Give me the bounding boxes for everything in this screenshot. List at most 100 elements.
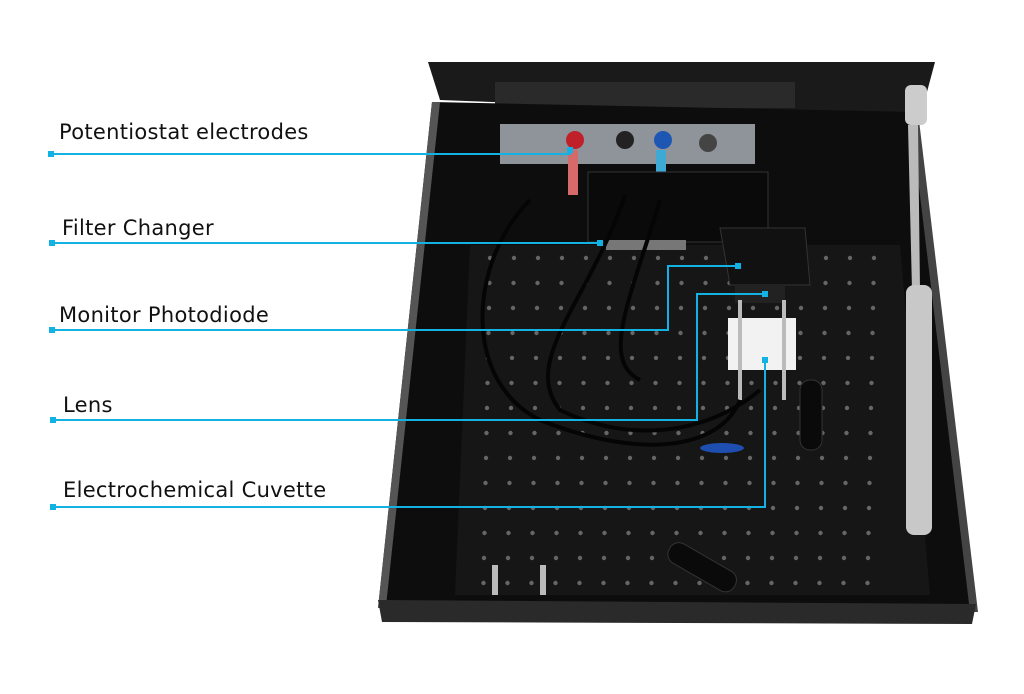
breadboard-hole <box>651 455 657 461</box>
breadboard-hole <box>870 305 876 311</box>
breadboard-hole <box>626 530 631 536</box>
breadboard-hole <box>748 430 753 436</box>
breadboard-hole <box>745 555 751 561</box>
breadboard-hole <box>486 305 492 311</box>
breadboard-hole <box>653 380 658 386</box>
breadboard-hole <box>655 280 660 286</box>
breadboard-hole <box>486 330 491 336</box>
breadboard-hole <box>697 580 702 586</box>
breadboard-hole <box>679 255 685 261</box>
breadboard-hole <box>654 330 659 336</box>
breadboard-hole <box>701 355 707 361</box>
breadboard-hole <box>605 380 610 386</box>
breadboard-hole <box>699 480 704 486</box>
breadboard-hole <box>703 255 709 261</box>
breadboard-hole <box>530 530 535 536</box>
breadboard-hole <box>505 555 511 561</box>
breadboard-hole <box>750 305 756 311</box>
breadboard-hole <box>726 305 732 311</box>
label-filter-changer: Filter Changer <box>62 216 214 240</box>
breadboard-hole <box>866 530 871 536</box>
breadboard-hole <box>702 305 708 311</box>
breadboard-hole <box>601 555 607 561</box>
breadboard-hole <box>581 380 586 386</box>
breadboard-hole <box>845 380 850 386</box>
breadboard-hole <box>678 305 684 311</box>
breadboard-hole <box>507 480 512 486</box>
callout-endpoint <box>48 151 54 157</box>
breadboard-hole <box>723 480 728 486</box>
breadboard-hole <box>823 280 828 286</box>
breadboard-hole <box>583 255 589 261</box>
breadboard-hole <box>534 305 540 311</box>
callout-endpoint <box>597 240 603 246</box>
breadboard-hole <box>747 480 752 486</box>
breadboard-hole <box>679 280 684 286</box>
breadboard-hole <box>529 555 535 561</box>
breadboard-hole <box>604 430 609 436</box>
breadboard-hole <box>553 580 558 586</box>
breadboard-hole <box>579 480 584 486</box>
breadboard-hole <box>577 580 582 586</box>
breadboard-hole <box>607 280 612 286</box>
breadboard-hole <box>676 430 681 436</box>
breadboard-hole <box>532 405 538 411</box>
breadboard-hole <box>845 355 851 361</box>
callout-line <box>53 293 765 421</box>
breadboard-hole <box>793 580 798 586</box>
breadboard-hole <box>769 580 774 586</box>
breadboard-hole <box>702 330 707 336</box>
breadboard-hole <box>769 555 775 561</box>
breadboard-hole <box>627 455 633 461</box>
breadboard-hole <box>770 530 775 536</box>
breadboard-hole <box>793 555 799 561</box>
breadboard-hole <box>511 280 516 286</box>
breadboard-hole <box>700 405 706 411</box>
breadboard-hole <box>817 580 822 586</box>
breadboard-hole <box>529 580 534 586</box>
breadboard-hole <box>865 580 870 586</box>
callout-endpoint <box>50 504 56 510</box>
breadboard-hole <box>531 480 536 486</box>
breadboard-hole <box>607 255 613 261</box>
callout-line <box>53 360 766 508</box>
breadboard-hole <box>868 430 873 436</box>
breadboard-hole <box>482 530 487 536</box>
breadboard-hole <box>509 380 514 386</box>
breadboard-hole <box>556 430 561 436</box>
breadboard-hole <box>747 455 753 461</box>
breadboard-hole <box>677 355 683 361</box>
breadboard-hole <box>847 280 852 286</box>
breadboard-hole <box>771 455 777 461</box>
breadboard-hole <box>532 430 537 436</box>
breadboard-hole <box>559 280 564 286</box>
breadboard-hole <box>818 530 823 536</box>
breadboard-hole <box>721 555 727 561</box>
breadboard-hole <box>821 380 826 386</box>
breadboard-hole <box>770 505 776 511</box>
breadboard-hole <box>723 455 729 461</box>
breadboard-hole <box>557 380 562 386</box>
callout-endpoint <box>50 417 56 423</box>
breadboard-hole <box>649 580 654 586</box>
breadboard-hole <box>846 305 852 311</box>
breadboard-hole <box>867 480 872 486</box>
breadboard-hole <box>675 480 680 486</box>
breadboard-hole <box>794 505 800 511</box>
label-monitor-photodiode: Monitor Photodiode <box>59 303 270 327</box>
breadboard-hole <box>798 330 803 336</box>
breadboard-hole <box>625 555 631 561</box>
breadboard-hole <box>722 530 727 536</box>
breadboard-hole <box>606 330 611 336</box>
breadboard-hole <box>581 355 587 361</box>
breadboard-hole <box>553 555 559 561</box>
breadboard-hole <box>772 405 778 411</box>
breadboard-hole <box>483 455 489 461</box>
breadboard-hole <box>601 580 606 586</box>
breadboard-hole <box>505 580 510 586</box>
breadboard-hole <box>842 505 848 511</box>
label-lens: Lens <box>63 393 113 417</box>
breadboard-hole <box>701 380 706 386</box>
breadboard-hole <box>555 455 561 461</box>
